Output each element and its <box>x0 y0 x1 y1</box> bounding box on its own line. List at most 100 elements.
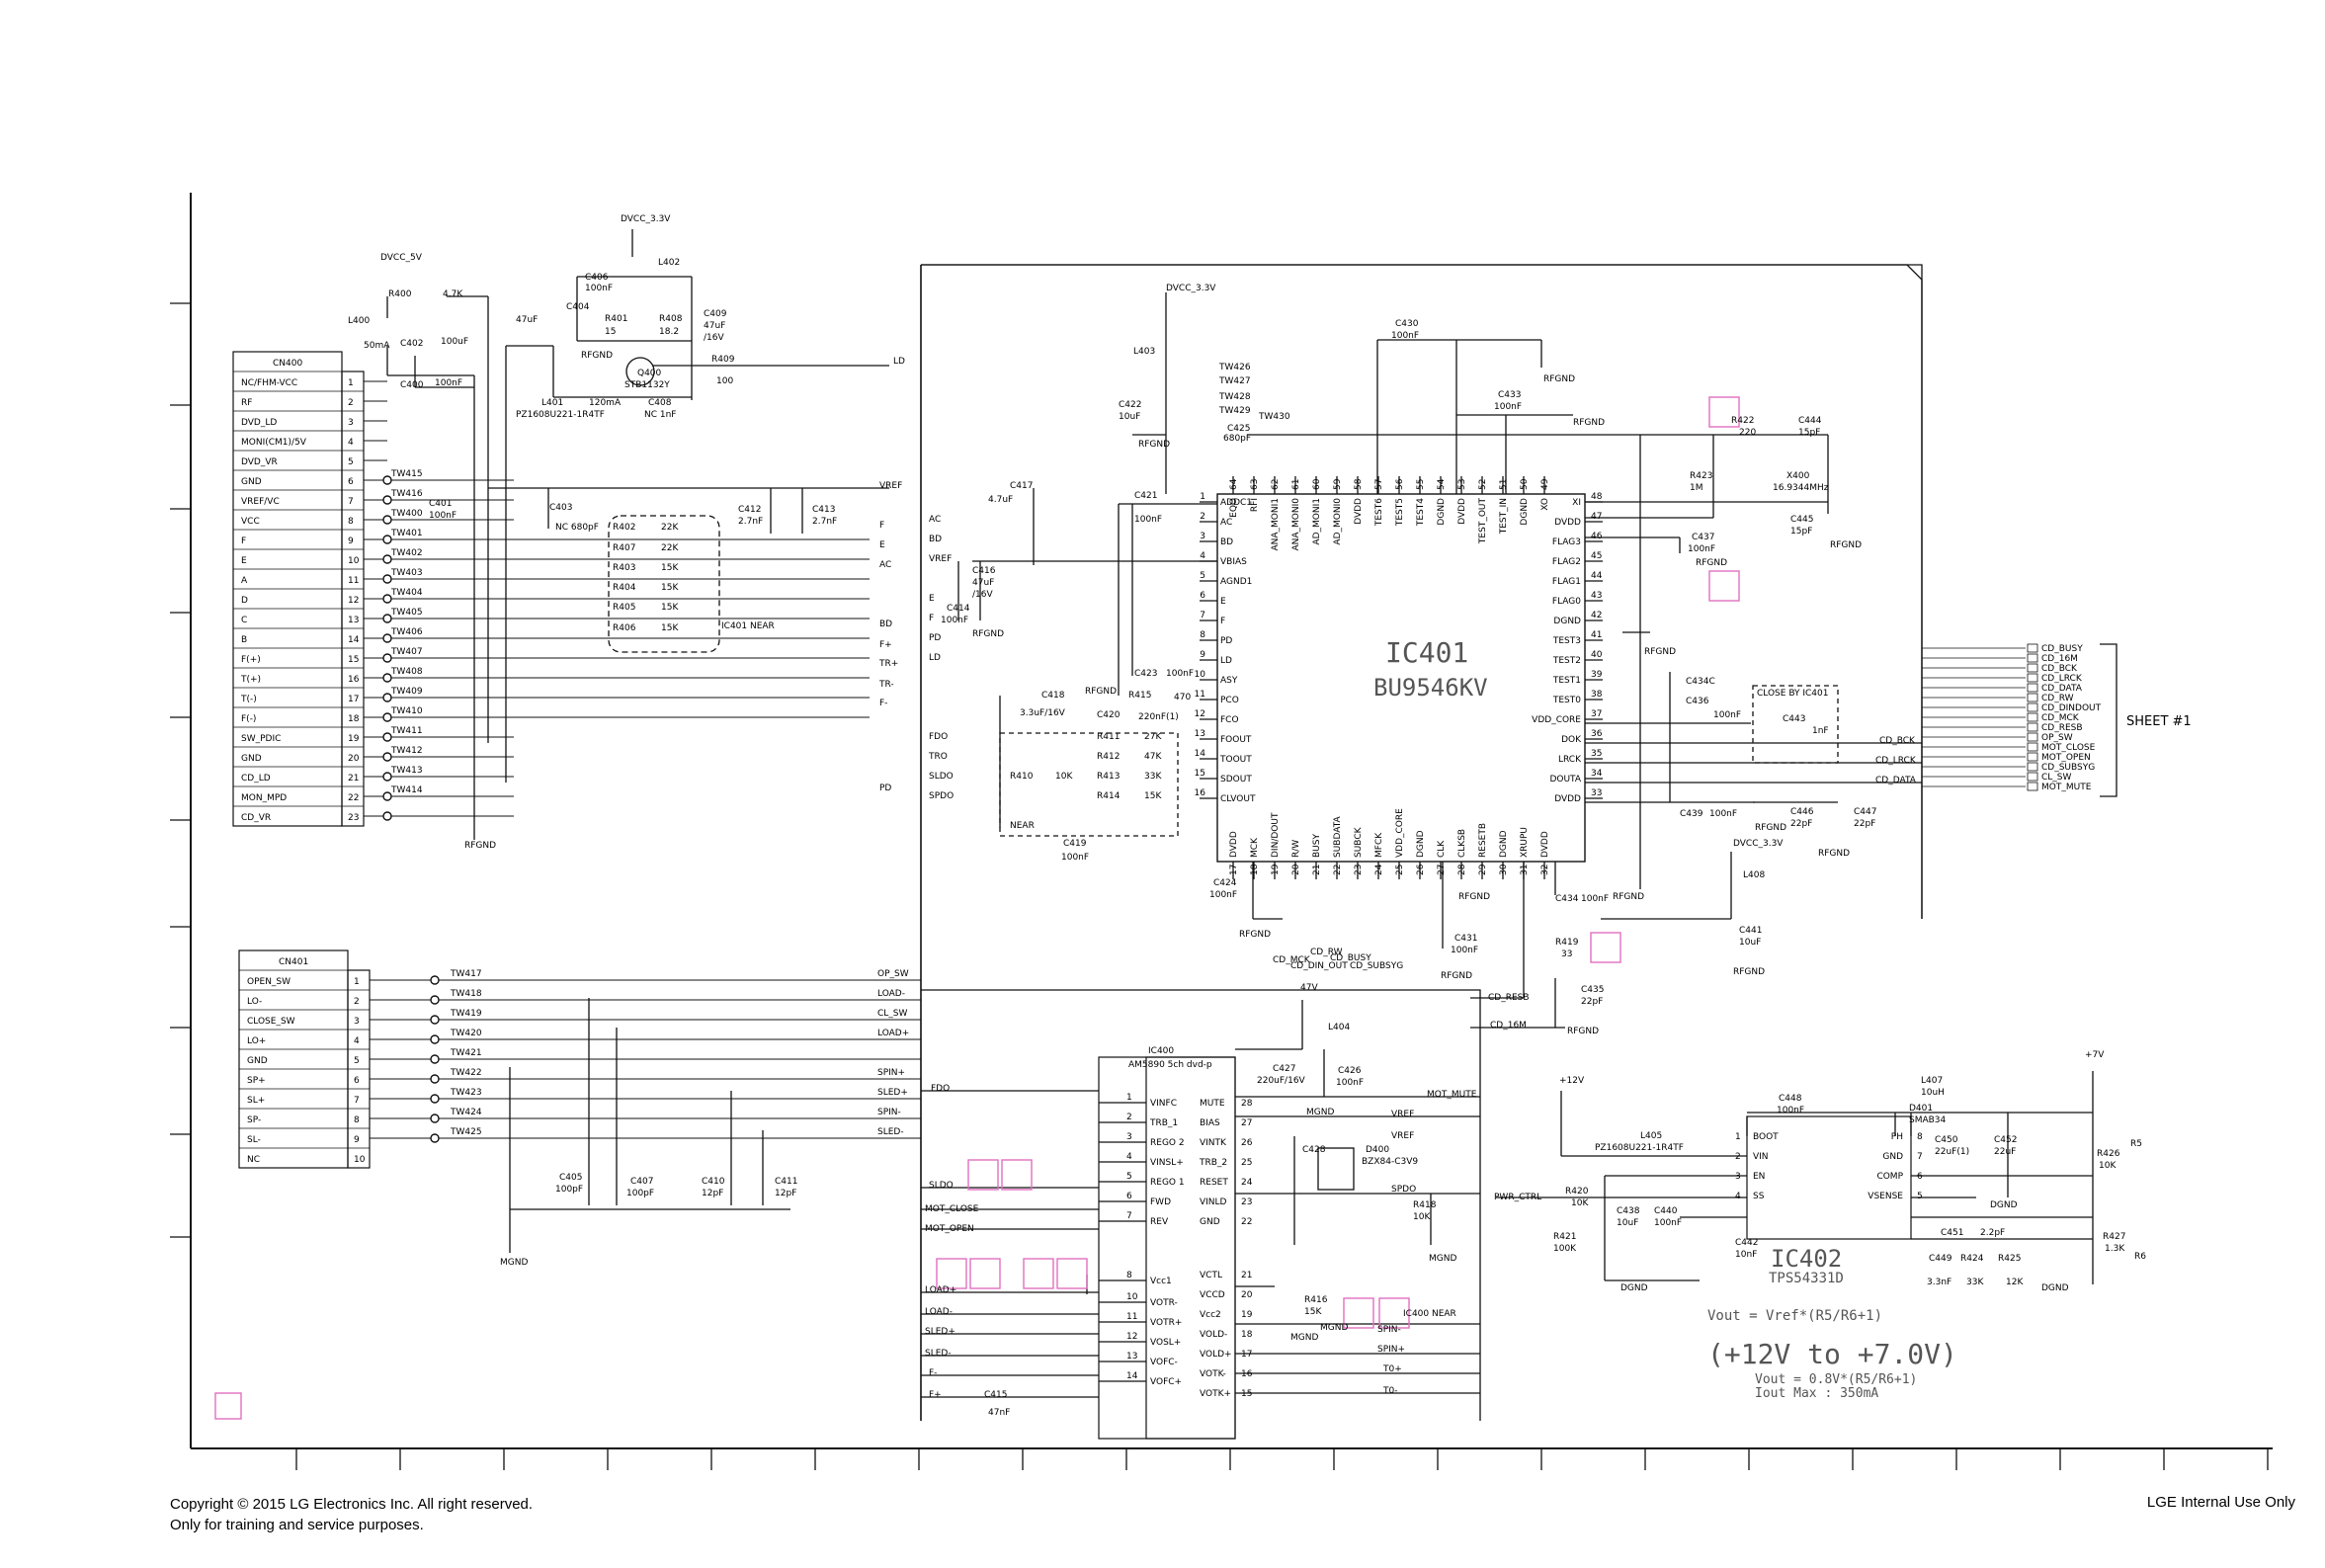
component-label: +7V <box>2085 1050 2105 1060</box>
component-label: 100nF <box>1581 894 1609 904</box>
component-label: 100pF <box>626 1189 654 1198</box>
component-label: X400 <box>1786 471 1810 481</box>
component-label: C416 <box>972 566 996 576</box>
sheet-signal-label: CD_RW <box>2041 694 2074 703</box>
cn400-pin-name: F(+) <box>241 655 261 665</box>
component-label: R411 <box>1097 732 1120 742</box>
component-label: R5 <box>2130 1139 2142 1149</box>
net-label: FDO <box>929 732 948 742</box>
cn401-net-label: LOAD+ <box>877 1029 909 1038</box>
component-label: SMAB34 <box>1909 1115 1947 1125</box>
component-label: R405 <box>613 603 635 613</box>
cn400-testpoint: TW413 <box>390 766 423 776</box>
ic401-pin-name: TEST2 <box>1552 656 1581 666</box>
ic400-pin-name: REGO 1 <box>1150 1178 1185 1188</box>
cn400-pin-number: 2 <box>348 398 354 408</box>
ic401-pin-number: 5 <box>1200 571 1205 581</box>
component-label: F- <box>929 1368 937 1378</box>
ic401-pin-number: 9 <box>1200 650 1205 660</box>
cn400-pin-number: 23 <box>348 813 359 823</box>
component-label: DVCC_5V <box>380 253 423 263</box>
component-label: 22uF <box>1994 1147 2016 1157</box>
ic402-pin-number: 8 <box>1917 1132 1923 1142</box>
component-label: SPIN- <box>1377 1325 1401 1335</box>
component-label: T0- <box>1382 1386 1397 1396</box>
ic401-pin-name: TOOUT <box>1219 755 1252 765</box>
component-label: MGND <box>1306 1108 1334 1117</box>
component-label: MGND <box>1429 1254 1456 1264</box>
ic400-pin-name: VOTK- <box>1200 1369 1226 1379</box>
ic401-pin-number: 62 <box>1271 479 1281 490</box>
ic400-pin-name: Vcc1 <box>1150 1277 1172 1286</box>
ic400-pin-name: REGO 2 <box>1150 1138 1185 1148</box>
component-label: C435 <box>1581 985 1604 995</box>
component-label: 22K <box>661 543 679 553</box>
component-label: 100nF <box>1209 890 1237 900</box>
ic400-pin-number: 18 <box>1241 1330 1253 1340</box>
ic401-near-label: IC401 NEAR <box>721 621 775 631</box>
sheet-signal-label: CD_BCK <box>2041 664 2078 674</box>
component-label: 16.9344MHz <box>1773 483 1829 493</box>
ic401-pin-name: CLKSB <box>1457 829 1467 858</box>
cn400-testpoint: TW405 <box>390 608 423 618</box>
cn401-pin-name: CLOSE_SW <box>247 1017 295 1027</box>
cn401-pin-number: 4 <box>354 1036 360 1046</box>
component-label: 100K <box>1553 1244 1577 1254</box>
component-label: R6 <box>2134 1252 2146 1262</box>
component-label: TW430 <box>1258 412 1290 422</box>
ic400-pin-name: Vcc2 <box>1200 1310 1221 1320</box>
cn400-pin-number: 11 <box>348 576 359 586</box>
ic401-pin-name: F <box>1220 617 1225 626</box>
ic400-pin-number: 5 <box>1126 1172 1132 1182</box>
cn400-pin-name: RF <box>241 398 252 408</box>
component-label: 33K <box>1966 1278 1984 1287</box>
component-label: C443 <box>1783 714 1805 724</box>
ic400-pin-name: VINFC <box>1150 1099 1177 1109</box>
ic401-ref: IC401 <box>1385 636 1468 669</box>
component-label: 47nF <box>988 1408 1010 1418</box>
component-label: C447 <box>1854 807 1876 817</box>
component-label: C445 <box>1790 515 1813 525</box>
cn400-pin-number: 12 <box>348 596 359 606</box>
ic401-pin-number: 26 <box>1416 864 1426 875</box>
component-label: 22pF <box>1581 997 1603 1007</box>
ic401-pin-number: 51 <box>1499 479 1509 490</box>
ic401-pin-name: AGND1 <box>1220 577 1252 587</box>
component-label: C428 <box>1302 1145 1326 1155</box>
ic402-pin-name: PH <box>1891 1132 1903 1142</box>
ic401-pin-number: 13 <box>1195 729 1205 739</box>
ic401-pin-number: 25 <box>1395 865 1405 875</box>
ic401-pin-number: 3 <box>1200 532 1205 541</box>
component-label: C440 <box>1654 1206 1678 1216</box>
component-label: 22pF <box>1790 819 1812 829</box>
ic401-pin-name: SUBDATA <box>1333 815 1343 858</box>
component-label: R421 <box>1553 1232 1576 1242</box>
component-label: 1M <box>1690 483 1703 493</box>
ic401-pin-name: CLK <box>1437 840 1447 858</box>
component-label: RFGND <box>1733 967 1765 977</box>
cn400-pin-number: 3 <box>348 418 354 428</box>
component-label: 33K <box>1144 772 1162 782</box>
component-label: C450 <box>1935 1135 1958 1145</box>
ic401-pin-name: TEST_IN <box>1499 498 1509 535</box>
net-label: BD <box>879 619 892 629</box>
net-label: SLDO <box>929 772 954 782</box>
ic400-pin-name: TRB_1 <box>1149 1118 1178 1128</box>
ic401-pin-name: ANA_MONI0 <box>1291 498 1301 551</box>
component-label: F+ <box>929 1390 942 1400</box>
component-label: LD <box>893 357 905 367</box>
component-label: DVCC_3.3V <box>621 214 671 224</box>
component-label: MGND <box>1320 1323 1348 1333</box>
cn400-pin-number: 18 <box>348 714 360 724</box>
component-label: R413 <box>1097 772 1120 782</box>
sheet-signal-label: CD_LRCK <box>2041 674 2083 684</box>
component-label: 100nF <box>435 378 462 388</box>
net-label: AC <box>879 560 891 570</box>
ic400-pin-number: 22 <box>1241 1217 1252 1227</box>
ic401-pin-name: ANA_MONI1 <box>1271 498 1281 551</box>
ic401-pin-number: 15 <box>1195 769 1205 779</box>
component-label: 100uF <box>441 337 468 347</box>
component-label: 10K <box>2099 1161 2117 1171</box>
sheet-signal-label: OP_SW <box>2041 733 2073 743</box>
